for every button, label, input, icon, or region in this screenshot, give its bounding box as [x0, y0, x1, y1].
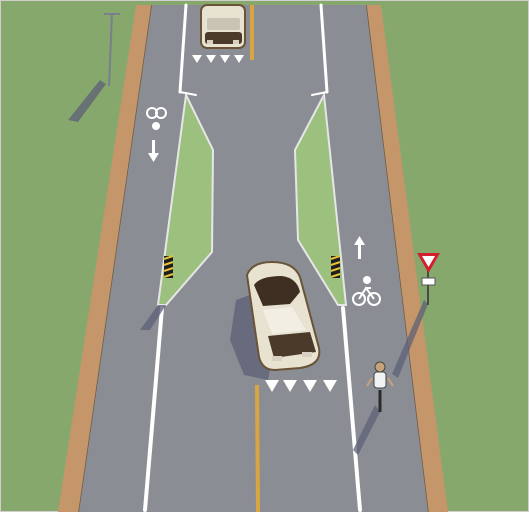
car-top	[201, 5, 245, 48]
hazard-marker-icon	[164, 256, 173, 278]
hazard-marker-icon	[331, 256, 340, 278]
